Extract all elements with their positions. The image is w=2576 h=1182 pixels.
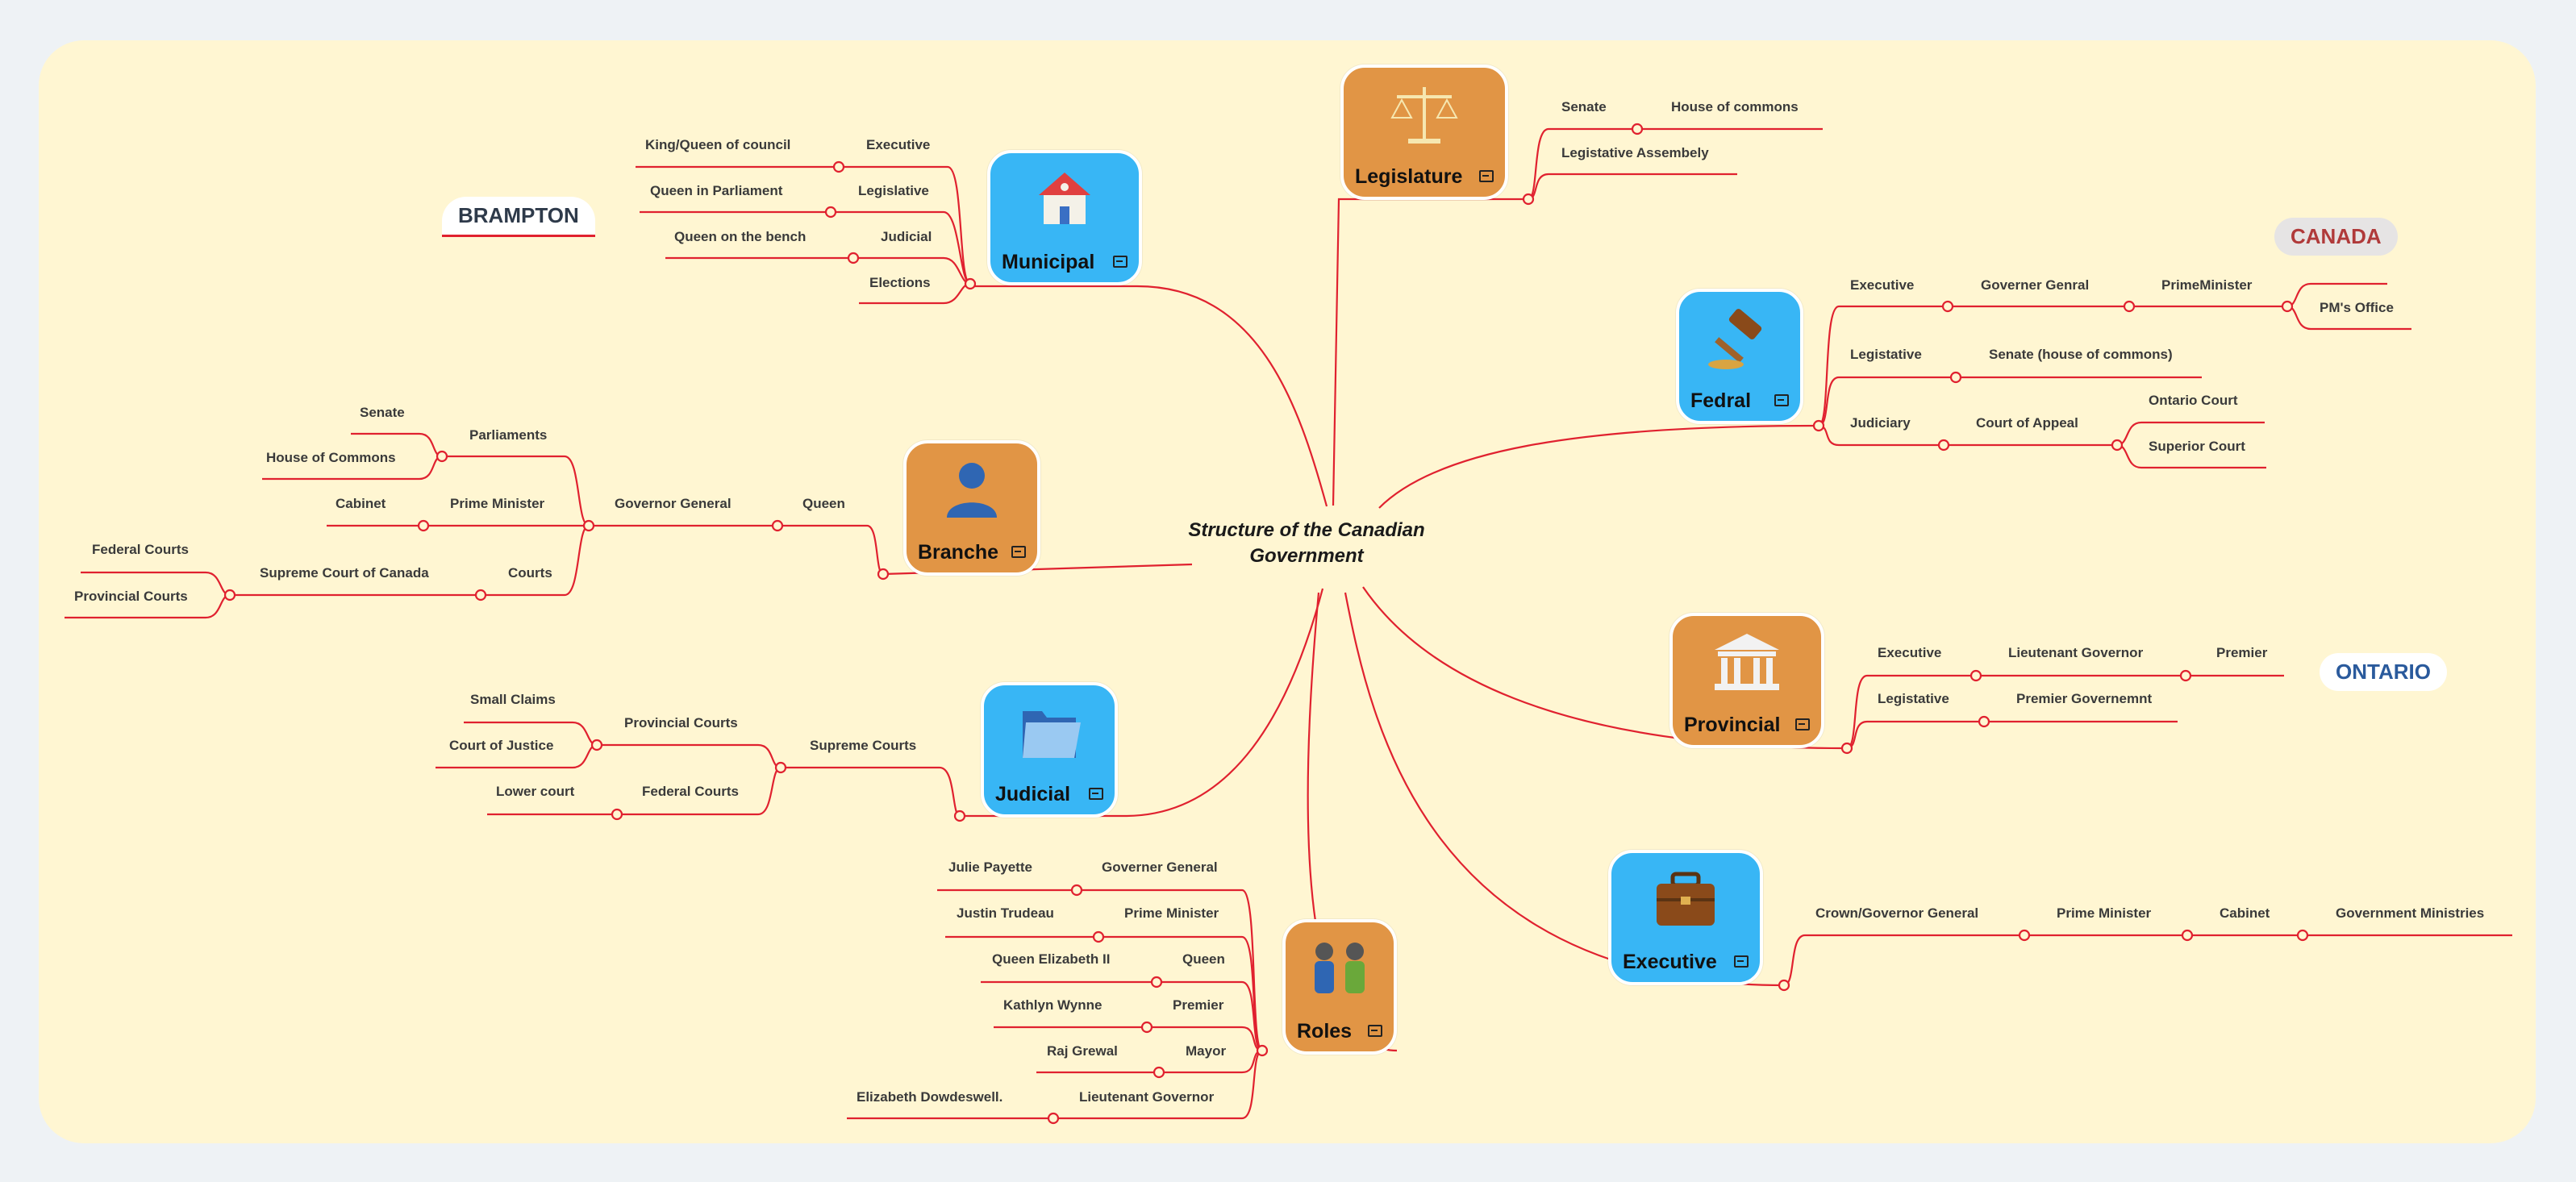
judicial-supreme-courts[interactable]: Supreme Courts bbox=[810, 738, 917, 753]
brampton-tag[interactable]: BRAMPTON bbox=[442, 197, 595, 237]
fedral-node[interactable]: Fedral bbox=[1676, 289, 1803, 424]
municipal-title: Municipal bbox=[1002, 251, 1095, 273]
fedral-senate-house[interactable]: Senate (house of commons) bbox=[1989, 347, 2173, 362]
roles-role[interactable]: Prime Minister bbox=[1124, 905, 1219, 921]
image-badge-icon bbox=[1479, 170, 1494, 182]
roles-role[interactable]: Governer General bbox=[1102, 859, 1218, 875]
judicial-court-justice[interactable]: Court of Justice bbox=[449, 738, 554, 753]
municipal-legislative[interactable]: Legislative bbox=[858, 183, 929, 198]
gavel-icon bbox=[1708, 309, 1762, 369]
provincial-lieutenant-governor[interactable]: Lieutenant Governor bbox=[2008, 645, 2144, 660]
branche-governor-general[interactable]: Governor General bbox=[615, 496, 732, 511]
briefcase-icon bbox=[1657, 872, 1715, 926]
judicial-provincial-courts[interactable]: Provincial Courts bbox=[624, 715, 738, 730]
judicial-lower-court[interactable]: Lower court bbox=[496, 784, 575, 799]
ontario-tag[interactable]: ONTARIO bbox=[2320, 653, 2447, 691]
fedral-governer-genral[interactable]: Governer Genral bbox=[1981, 277, 2090, 293]
municipal-executive[interactable]: Executive bbox=[866, 137, 931, 152]
executive-ministries[interactable]: Government Ministries bbox=[2336, 905, 2485, 921]
legislature-title: Legislature bbox=[1355, 165, 1463, 188]
branche-cabinet[interactable]: Cabinet bbox=[336, 496, 386, 511]
scales-icon bbox=[1390, 87, 1458, 144]
municipal-queen-bench[interactable]: Queen on the bench bbox=[674, 229, 807, 244]
image-badge-icon bbox=[1089, 788, 1103, 800]
fedral-prime-minister[interactable]: PrimeMinister bbox=[2161, 277, 2253, 293]
branche-house-commons[interactable]: House of Commons bbox=[266, 450, 396, 465]
branche-parliaments[interactable]: Parliaments bbox=[469, 427, 548, 443]
judicial-node[interactable]: Judicial bbox=[981, 682, 1118, 818]
roles-person[interactable]: Julie Payette bbox=[948, 859, 1032, 875]
municipal-node[interactable]: Municipal bbox=[987, 150, 1142, 285]
municipal-judicial[interactable]: Judicial bbox=[881, 229, 932, 244]
provincial-premier-gov[interactable]: Premier Governemnt bbox=[2016, 691, 2153, 706]
roles-person[interactable]: Raj Grewal bbox=[1047, 1043, 1118, 1059]
legislature-house-commons[interactable]: House of commons bbox=[1671, 99, 1799, 114]
judicial-title: Judicial bbox=[995, 783, 1071, 805]
municipal-king-queen[interactable]: King/Queen of council bbox=[645, 137, 791, 152]
branche-federal-courts[interactable]: Federal Courts bbox=[92, 542, 189, 557]
government-building-icon bbox=[1715, 634, 1779, 690]
central-topic-line1: Structure of the Canadian bbox=[1188, 519, 1425, 541]
roles-role[interactable]: Mayor bbox=[1186, 1043, 1227, 1059]
executive-node[interactable]: Executive bbox=[1608, 850, 1763, 985]
roles-person[interactable]: Justin Trudeau bbox=[957, 905, 1054, 921]
branche-node[interactable]: Branche bbox=[903, 440, 1040, 576]
image-badge-icon bbox=[1774, 394, 1789, 406]
provincial-premier[interactable]: Premier bbox=[2216, 645, 2268, 660]
roles-node[interactable]: Roles bbox=[1282, 919, 1397, 1055]
judicial-federal-courts[interactable]: Federal Courts bbox=[642, 784, 739, 799]
executive-title: Executive bbox=[1623, 951, 1717, 973]
legislature-node[interactable]: Legislature bbox=[1340, 65, 1508, 200]
roles-role[interactable]: Queen bbox=[1182, 951, 1225, 967]
branche-queen[interactable]: Queen bbox=[802, 496, 845, 511]
image-badge-icon bbox=[1734, 955, 1749, 968]
image-badge-icon bbox=[1011, 546, 1026, 558]
branche-senate[interactable]: Senate bbox=[360, 405, 405, 420]
central-topic[interactable]: Structure of the Canadian Government bbox=[1161, 518, 1452, 569]
roles-person[interactable]: Queen Elizabeth II bbox=[992, 951, 1111, 967]
fedral-judiciary[interactable]: Judiciary bbox=[1850, 415, 1911, 431]
branche-prime-minister[interactable]: Prime Minister bbox=[450, 496, 545, 511]
legislature-assembly[interactable]: Legistative Assembely bbox=[1561, 145, 1709, 160]
provincial-executive[interactable]: Executive bbox=[1878, 645, 1942, 660]
people-icon bbox=[1315, 943, 1365, 993]
executive-crown[interactable]: Crown/Governor General bbox=[1815, 905, 1979, 921]
municipal-elections[interactable]: Elections bbox=[869, 275, 931, 290]
provincial-legislative[interactable]: Legistative bbox=[1878, 691, 1949, 706]
legislature-senate[interactable]: Senate bbox=[1561, 99, 1607, 114]
roles-title: Roles bbox=[1297, 1020, 1353, 1043]
provincial-title: Provincial bbox=[1684, 714, 1781, 736]
branche-provincial-courts[interactable]: Provincial Courts bbox=[74, 589, 188, 604]
branche-courts[interactable]: Courts bbox=[508, 565, 552, 581]
central-topic-line2: Government bbox=[1249, 545, 1364, 567]
roles-role[interactable]: Premier bbox=[1173, 997, 1224, 1013]
fedral-title: Fedral bbox=[1690, 389, 1752, 412]
municipal-queen-parliament[interactable]: Queen in Parliament bbox=[650, 183, 783, 198]
fedral-superior-court[interactable]: Superior Court bbox=[2149, 439, 2245, 454]
image-badge-icon bbox=[1795, 718, 1810, 730]
branche-supreme-court[interactable]: Supreme Court of Canada bbox=[260, 565, 429, 581]
fedral-legislative[interactable]: Legistative bbox=[1850, 347, 1922, 362]
folder-icon bbox=[1023, 711, 1081, 758]
fedral-ontario-court[interactable]: Ontario Court bbox=[2149, 393, 2238, 408]
fedral-court-appeal[interactable]: Court of Appeal bbox=[1976, 415, 2078, 431]
image-badge-icon bbox=[1113, 256, 1128, 268]
fedral-pm-office[interactable]: PM's Office bbox=[2320, 300, 2394, 315]
branche-title: Branche bbox=[918, 541, 999, 564]
executive-cabinet[interactable]: Cabinet bbox=[2220, 905, 2270, 921]
canada-tag[interactable]: CANADA bbox=[2274, 218, 2398, 256]
house-icon bbox=[1039, 173, 1090, 224]
roles-person[interactable]: Kathlyn Wynne bbox=[1003, 997, 1103, 1013]
roles-role[interactable]: Lieutenant Governor bbox=[1079, 1089, 1215, 1105]
person-icon bbox=[947, 463, 997, 518]
image-badge-icon bbox=[1368, 1025, 1382, 1037]
fedral-executive[interactable]: Executive bbox=[1850, 277, 1915, 293]
executive-prime-minister[interactable]: Prime Minister bbox=[2057, 905, 2152, 921]
judicial-small-claims[interactable]: Small Claims bbox=[470, 692, 556, 707]
roles-person[interactable]: Elizabeth Dowdeswell. bbox=[857, 1089, 1003, 1105]
provincial-node[interactable]: Provincial bbox=[1669, 613, 1824, 748]
